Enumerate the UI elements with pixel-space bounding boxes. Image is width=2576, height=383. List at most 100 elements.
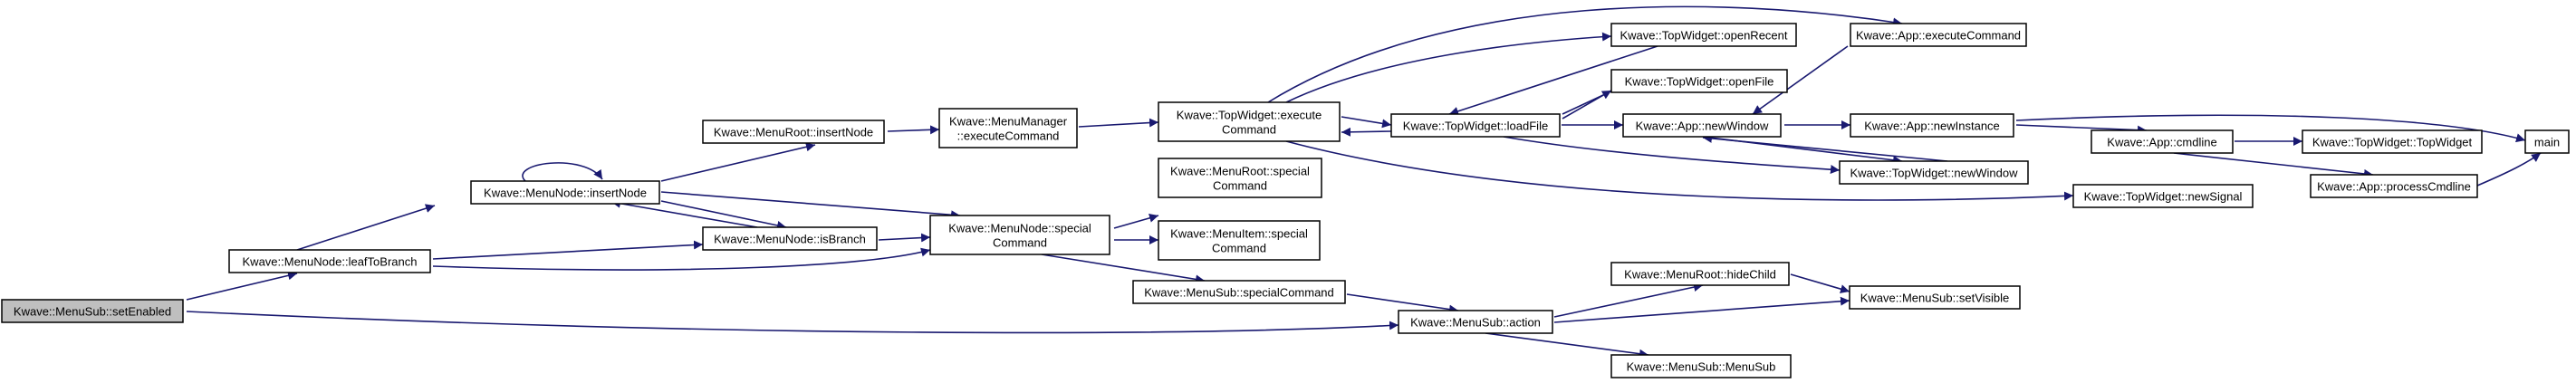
node-open-file[interactable]: Kwave::TopWidget::openFile <box>1610 69 1788 93</box>
edge-main-to-appNewInstance <box>2015 114 2526 143</box>
edge-specialCommand-to-isBranch <box>878 233 931 243</box>
node-box <box>1622 113 1782 138</box>
node-main[interactable]: main <box>2524 129 2570 154</box>
node-tw-new-signal[interactable]: Kwave::TopWidget::newSignal <box>2072 184 2254 208</box>
edge-cmdline-to-appNewInstance <box>2015 124 2148 135</box>
node-label: Command <box>993 236 1047 250</box>
edge-insertNode-recursive <box>522 162 603 182</box>
node-label: Kwave::MenuManager <box>949 115 1068 129</box>
node-box <box>1610 354 1792 378</box>
node-label: Kwave::MenuSub::specialCommand <box>1144 286 1334 300</box>
node-box <box>2302 129 2483 154</box>
node-leaf-to-branch[interactable]: Kwave::MenuNode::leafToBranch <box>228 249 431 273</box>
edge-setVisible-to-hideChild <box>1790 273 1850 293</box>
node-app-new-window[interactable]: Kwave::App::newWindow <box>1622 113 1782 138</box>
node-box <box>938 108 1078 148</box>
edge-subAction-to-setEnabled <box>186 311 1399 334</box>
node-menu-sub-ctor[interactable]: Kwave::MenuSub::MenuSub <box>1610 354 1792 378</box>
edge-rootSpecial-to-specialCommand <box>1113 213 1159 229</box>
node-root-special[interactable]: Kwave::MenuRoot::specialCommand <box>1158 158 1322 198</box>
node-set-enabled[interactable]: Kwave::MenuSub::setEnabled <box>1 299 184 323</box>
node-box <box>1610 262 1790 286</box>
node-set-visible[interactable]: Kwave::MenuSub::setVisible <box>1849 285 2021 310</box>
node-box <box>2072 184 2254 208</box>
node-sub-action[interactable]: Kwave::MenuSub::action <box>1398 310 1553 334</box>
node-label: Kwave::MenuNode::isBranch <box>714 233 866 246</box>
node-box <box>1610 23 1797 47</box>
edge-appNewWindow-to-twNewWindow <box>1702 133 1948 162</box>
node-label: Kwave::MenuSub::MenuSub <box>1627 360 1776 374</box>
node-insert-node[interactable]: Kwave::MenuNode::insertNode <box>470 180 660 205</box>
node-special-command[interactable]: Kwave::MenuNode::specialCommand <box>929 215 1110 255</box>
node-box <box>1610 69 1788 93</box>
node-box <box>1839 160 2029 185</box>
node-label: Kwave::TopWidget::TopWidget <box>2312 136 2473 149</box>
node-box <box>1850 113 2014 138</box>
node-box <box>1398 310 1553 334</box>
node-item-special[interactable]: Kwave::MenuItem::specialCommand <box>1158 220 1321 261</box>
edge-menuSubCtor-to-subAction <box>1485 332 1649 359</box>
node-label: Kwave::App::cmdline <box>2107 136 2216 149</box>
edge-openRecent-to-loadFile <box>1448 45 1658 116</box>
node-top-widget-exec[interactable]: Kwave::TopWidget::executeCommand <box>1158 101 1341 142</box>
node-app-exec[interactable]: Kwave::App::executeCommand <box>1850 23 2027 47</box>
node-label: Kwave::App::newWindow <box>1636 120 1769 133</box>
node-box <box>702 226 878 251</box>
node-label: Kwave::MenuSub::setEnabled <box>14 305 171 319</box>
node-load-file[interactable]: Kwave::TopWidget::loadFile <box>1390 113 1561 138</box>
node-box <box>470 180 660 205</box>
node-open-recent[interactable]: Kwave::TopWidget::openRecent <box>1610 23 1797 47</box>
node-label: Kwave::MenuRoot::insertNode <box>714 126 873 139</box>
edge-menuManagerExec-to-rootInsertNode <box>887 125 940 135</box>
edge-subSpecial-to-specialCommand <box>1041 254 1206 284</box>
node-label: Kwave::App::newInstance <box>1864 120 2000 133</box>
node-label: Kwave::MenuSub::setVisible <box>1860 292 2010 305</box>
node-label: Kwave::TopWidget::newWindow <box>1850 167 2019 180</box>
node-process-cmdline[interactable]: Kwave::App::processCmdline <box>2310 174 2478 198</box>
node-tw-new-window[interactable]: Kwave::TopWidget::newWindow <box>1839 160 2029 185</box>
node-label: Command <box>1222 123 1276 137</box>
edge-isBranch-to-leafToBranch <box>432 240 704 260</box>
edge-appExec-to-appNewWindow <box>1752 45 1849 115</box>
edge-processCmdline-to-cmdline <box>2173 152 2374 178</box>
node-app-new-instance[interactable]: Kwave::App::newInstance <box>1850 113 2014 138</box>
node-hide-child[interactable]: Kwave::MenuRoot::hideChild <box>1610 262 1790 286</box>
node-root-insert-node[interactable]: Kwave::MenuRoot::insertNode <box>702 120 885 144</box>
node-box <box>228 249 431 273</box>
node-cmdline[interactable]: Kwave::App::cmdline <box>2091 129 2234 154</box>
edge-appExec-to-topWidgetExec <box>1267 5 1903 103</box>
node-label: Kwave::MenuRoot::special <box>1170 165 1310 178</box>
edge-specialCommand-to-insertNode <box>660 191 961 220</box>
node-tw-top-widget[interactable]: Kwave::TopWidget::TopWidget <box>2302 129 2483 154</box>
node-box <box>1158 220 1321 261</box>
node-box <box>1390 113 1561 138</box>
node-sub-special[interactable]: Kwave::MenuSub::specialCommand <box>1132 280 1346 304</box>
edge-leafToBranch-to-setEnabled <box>186 271 298 301</box>
node-is-branch[interactable]: Kwave::MenuNode::isBranch <box>702 226 878 251</box>
edge-topWidgetExec-to-menuManagerExec <box>1078 118 1159 128</box>
edge-insertNode-to-leafToBranch <box>296 204 436 251</box>
edge-isBranch-to-insertNode-back <box>610 198 758 228</box>
node-box <box>929 215 1110 255</box>
node-label: Kwave::App::executeCommand <box>1856 29 2021 43</box>
node-menu-manager-exec[interactable]: Kwave::MenuManager::executeCommand <box>938 108 1078 148</box>
node-label: Kwave::TopWidget::openRecent <box>1620 29 1788 43</box>
edge-twNewWindow-to-loadFile <box>1503 136 1841 175</box>
node-label: Command <box>1213 179 1267 193</box>
node-label: Kwave::MenuSub::action <box>1410 316 1541 330</box>
node-label: Kwave::App::processCmdline <box>2317 180 2471 194</box>
node-box <box>2310 174 2478 198</box>
node-box <box>1850 23 2027 47</box>
node-label: main <box>2534 136 2560 149</box>
edge-subAction-to-subSpecial <box>1346 293 1459 314</box>
node-label: Kwave::MenuNode::insertNode <box>484 187 647 200</box>
edge-specialCommand-to-leafToBranch <box>432 247 931 271</box>
node-label: Kwave::MenuRoot::hideChild <box>1624 268 1776 282</box>
node-label: Kwave::TopWidget::execute <box>1177 109 1322 122</box>
node-box <box>1158 158 1322 198</box>
edge-main-to-processCmdline <box>2476 152 2542 187</box>
node-label: Kwave::TopWidget::newSignal <box>2084 190 2243 204</box>
node-box <box>2091 129 2234 154</box>
node-box <box>702 120 885 144</box>
